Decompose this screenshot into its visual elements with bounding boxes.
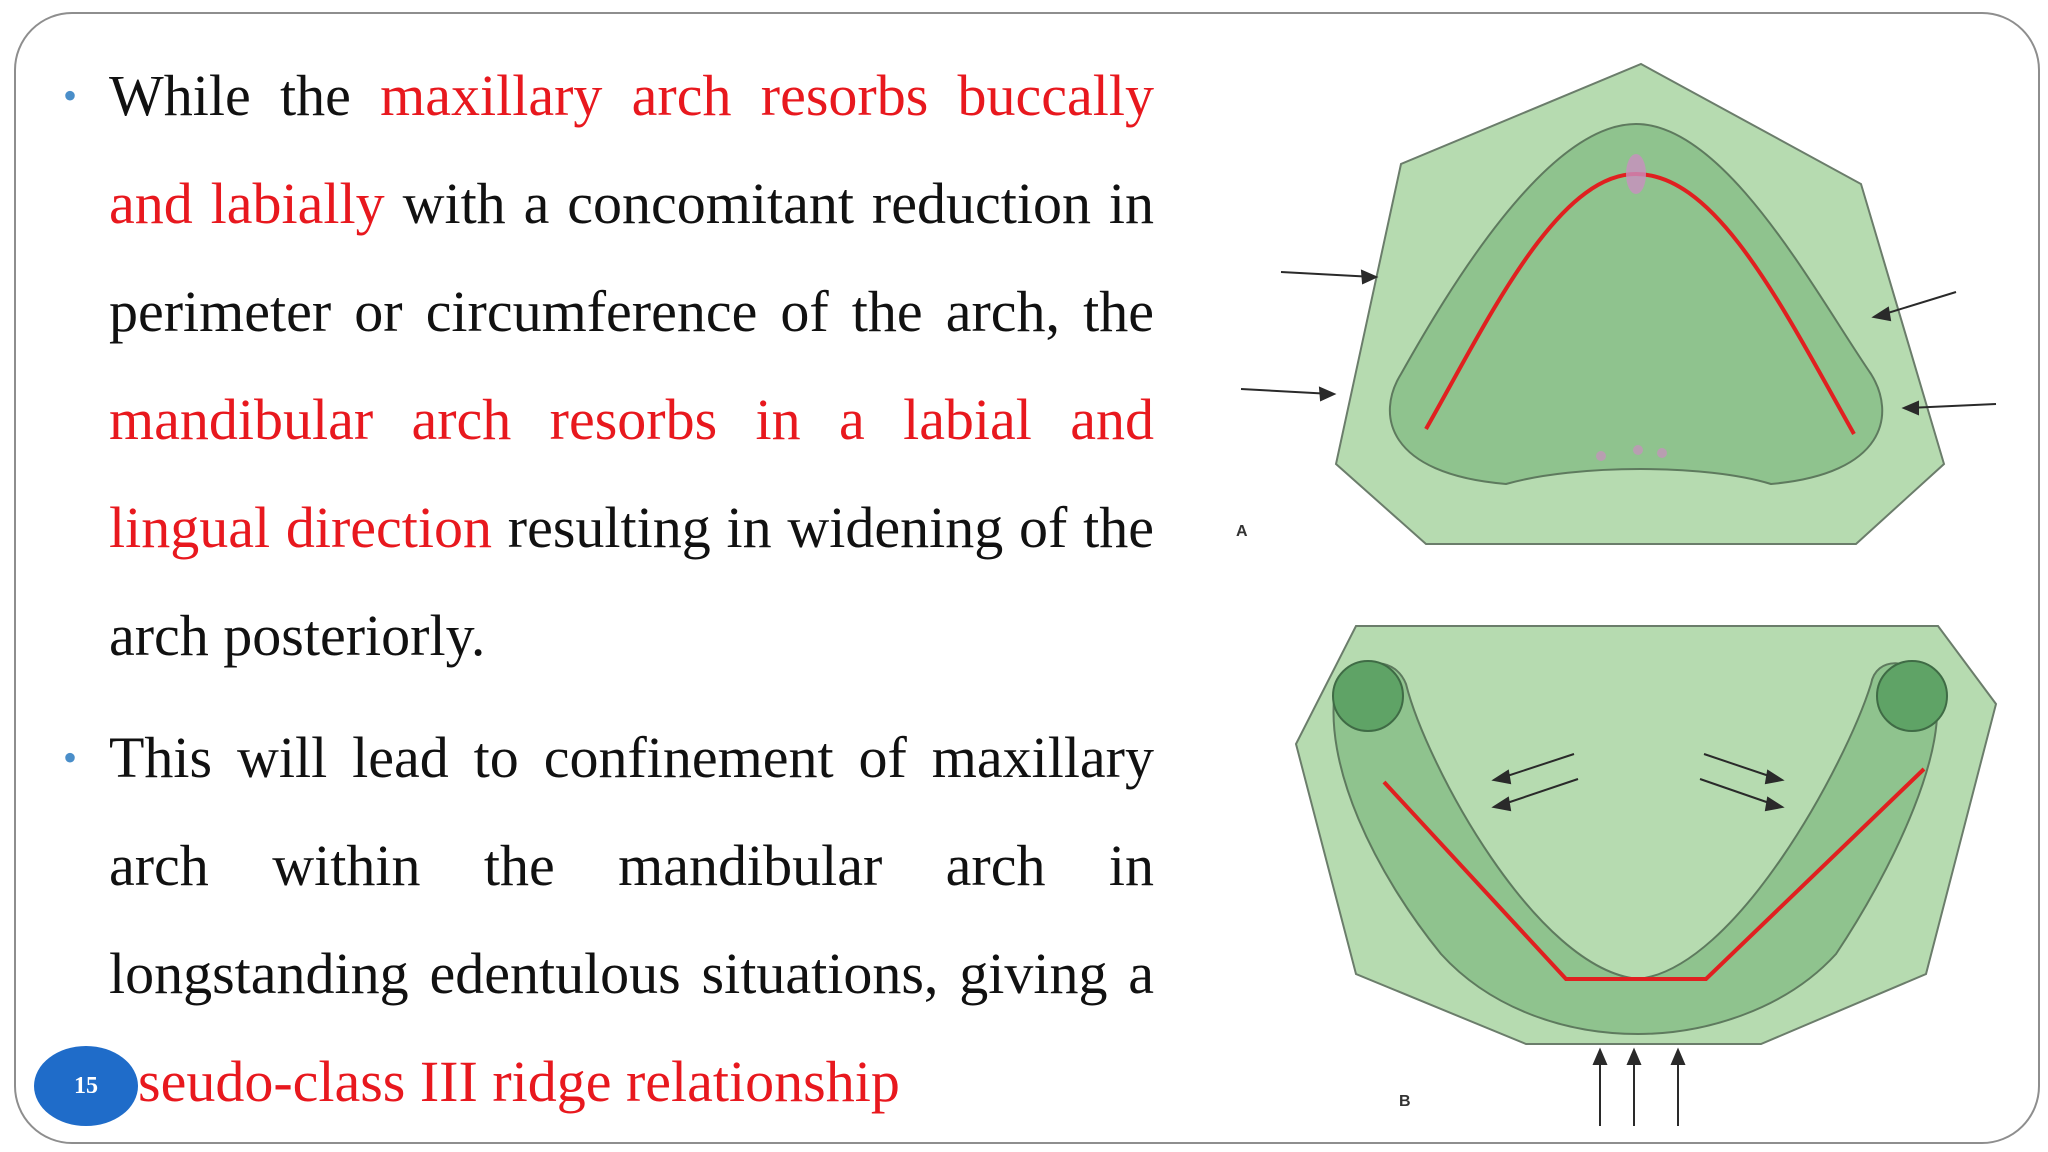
figure-b-mandibular-arch: B [1294,625,1998,1126]
arrow-head [1491,769,1512,785]
arrow [1699,778,1779,807]
mandible-crest-line [1382,767,1926,981]
maxilla-ridge [1388,122,1884,486]
arrow-head [1670,1047,1686,1065]
arrow-head [1626,1047,1642,1065]
retromolar-pad-right [1876,660,1948,732]
palatal-dot [1596,451,1606,461]
bullet-1-highlight-2: mandibular arch resorbs in a labial and … [109,387,1154,560]
bullet-dot: • [63,73,78,118]
figure-b-label: B [1399,1093,1411,1110]
text-column: • While the maxillary arch resorbs bucca… [63,42,1155,1136]
arch-resorption-illustration: A [1236,62,1998,1126]
incisive-papilla [1626,154,1646,194]
retromolar-pad-left [1332,660,1404,732]
arrow [1907,403,1997,409]
bullet-dot: • [63,735,78,780]
slide: • While the maxillary arch resorbs bucca… [14,12,2040,1144]
palatal-dot [1657,448,1667,458]
arrow-head [1360,269,1379,285]
bullet-1-highlight-1: maxillary arch resorbs buccally and labi… [109,63,1155,236]
arrow-head [1318,386,1337,402]
arrow [1240,388,1333,395]
bullet-1-text-2: with a concomitant reduction in perimete… [109,171,1154,344]
page-number-badge: 15 [34,1046,138,1126]
arrow [1280,271,1375,278]
arrows-lingual [1491,753,1785,812]
figure-a-label: A [1236,523,1248,540]
arrow [1497,778,1579,807]
arrow [1877,291,1957,317]
bullet-2: • This will lead to confinement of maxil… [63,704,1154,1136]
arrow-head [1871,306,1892,322]
arrows-labial [1240,269,1997,416]
arrow-head [1764,796,1785,812]
arrow [1703,753,1779,780]
arrow-head [1764,769,1785,785]
arrow-head [1491,796,1512,812]
arrow [1497,753,1575,780]
bullet-2-highlight-1: pseudo-class III ridge relationship [109,1049,900,1114]
bullet-1-text-1: While the [109,63,381,128]
palatal-dot [1633,445,1643,455]
figure-a-maxillary-arch: A [1236,62,1997,545]
arrow-head [1592,1047,1608,1065]
arrows-labial-vertical [1592,1047,1686,1126]
arrow-head [1901,400,1919,416]
bullet-1-text-3: resulting in widening of the arch poster… [109,495,1154,668]
bullet-2-text-1: This will lead to confinement of maxilla… [109,725,1154,1006]
bullet-1: • While the maxillary arch resorbs bucca… [63,42,1155,690]
